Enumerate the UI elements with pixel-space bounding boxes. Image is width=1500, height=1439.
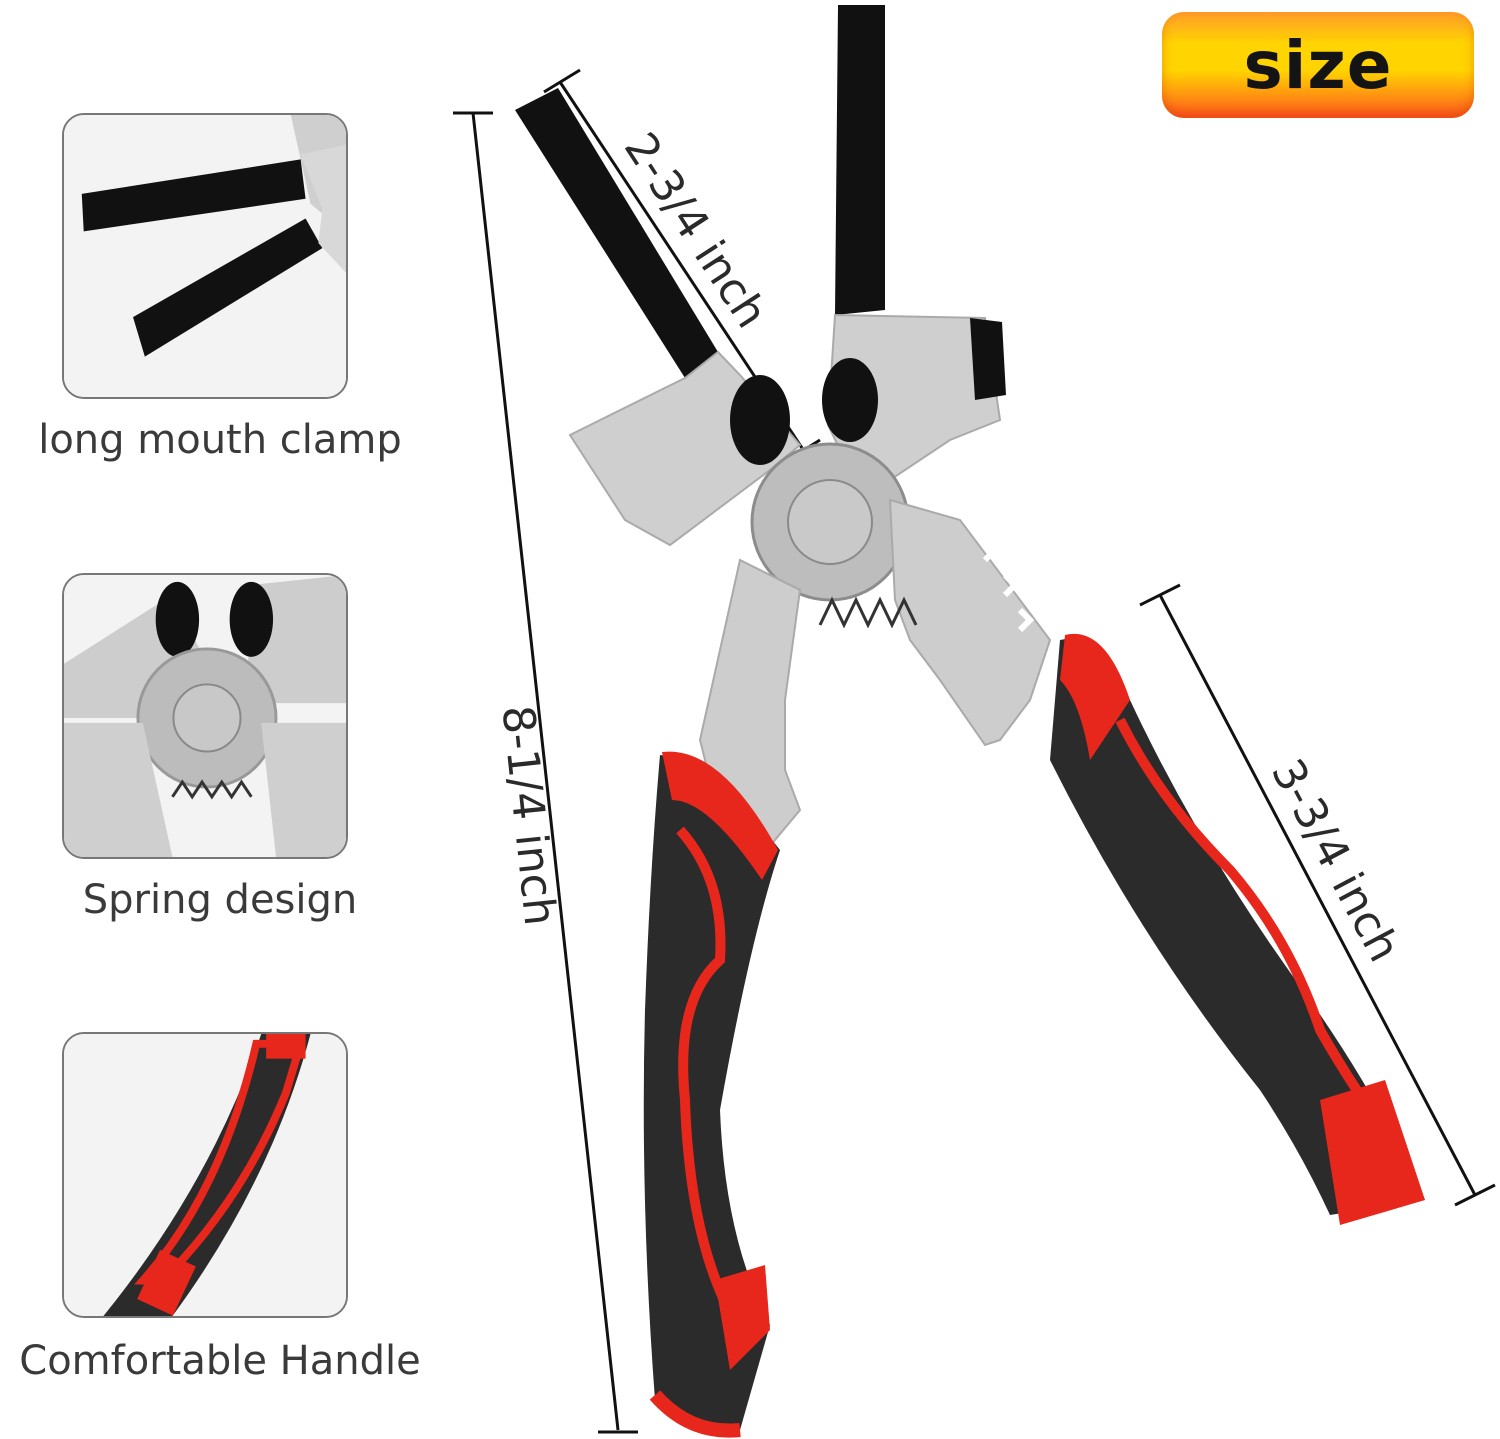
- caption-spring-design: Spring design: [82, 877, 358, 923]
- size-badge-label: size: [1243, 26, 1393, 104]
- caption-long-mouth-clamp: long mouth clamp: [38, 417, 402, 463]
- dimension-line-total: [453, 111, 638, 1434]
- dimension-line-handle: [1139, 583, 1496, 1207]
- right-jaw-tip: [835, 5, 885, 315]
- caption-comfortable-handle: Comfortable Handle: [19, 1338, 421, 1384]
- left-jaw-tip: [515, 88, 718, 378]
- right-handle: [1050, 638, 1425, 1215]
- size-badge: size: [1162, 12, 1474, 118]
- feature-image-spring-design: [62, 573, 348, 859]
- pliers-illustration: [453, 5, 1496, 1438]
- feature-image-long-mouth-clamp: [62, 113, 348, 399]
- spring: [818, 596, 918, 629]
- feature-image-comfortable-handle: [62, 1032, 348, 1318]
- left-handle: [643, 755, 780, 1432]
- right-lower-arm: [888, 498, 1052, 747]
